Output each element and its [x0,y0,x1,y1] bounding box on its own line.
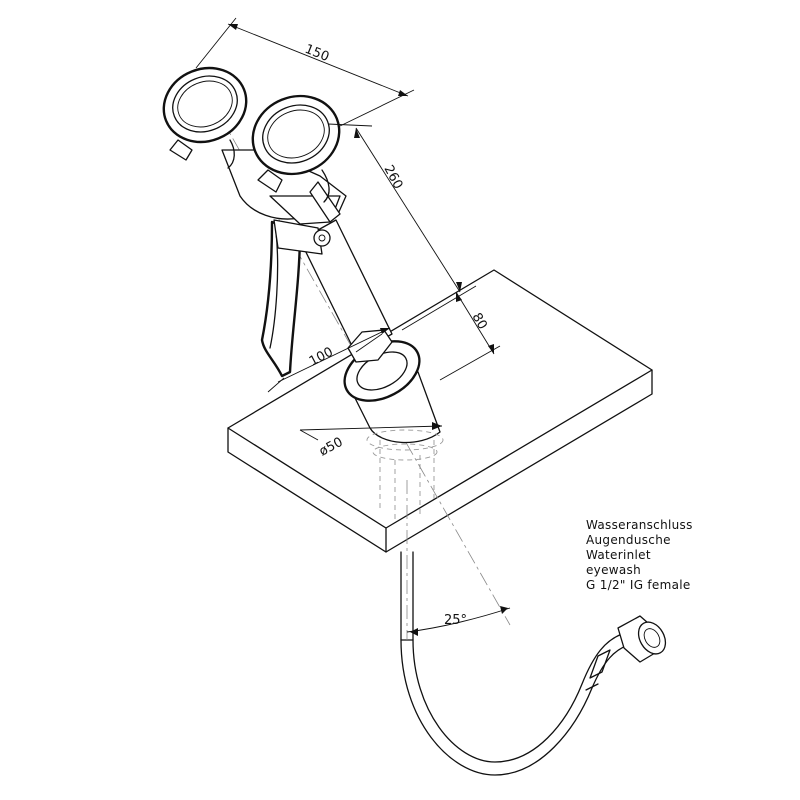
angle-label: 25° [444,613,467,628]
dimension-80: 80 [401,285,501,381]
mounting-plate [227,269,653,553]
dimension-150-label: 150 [303,42,332,65]
supply-hose [400,551,667,776]
note-line-2: Augendusche [586,533,671,547]
spray-head-body [221,149,347,225]
dimension-150: 150 [195,17,415,127]
hidden-pipe-lines [379,440,435,520]
push-handle [260,219,331,378]
note-line-1: Wasseranschluss [586,518,693,532]
note-line-3: Waterinlet [586,548,651,562]
dimension-260-label: 260 [380,163,405,192]
note-line-5: G 1/2" IG female [586,578,691,592]
water-inlet-note: Wasseranschluss Augendusche Waterinlet e… [586,518,693,593]
eye-spray-head-right [251,94,341,203]
dimension-80-label: 80 [469,311,490,333]
note-line-4: eyewash [586,563,641,577]
angle-25-indicator: 25° [406,606,511,636]
eye-spray-head-left [162,66,248,169]
tilted-tube [299,219,393,363]
